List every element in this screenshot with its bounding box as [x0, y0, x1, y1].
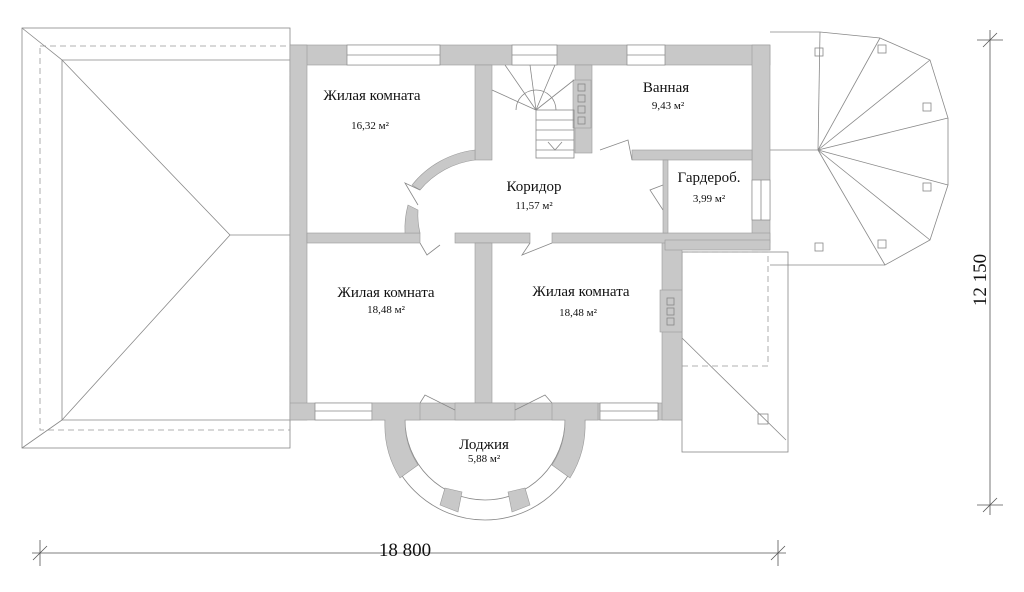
vent-ducts [577, 83, 675, 326]
height-dimension: 12 150 [970, 254, 991, 306]
doors [403, 139, 664, 411]
room-name: Жилая комната [323, 88, 421, 104]
room-area: 5,88 м² [468, 453, 501, 465]
room-name: Коридор [507, 179, 562, 195]
room-area: 16,32 м² [351, 120, 389, 132]
room-area: 18,48 м² [367, 304, 405, 316]
room-area: 11,57 м² [515, 200, 553, 212]
room-area: 18,48 м² [559, 307, 597, 319]
room-name: Гардероб. [678, 170, 741, 186]
staircase [491, 64, 575, 159]
windows [314, 44, 771, 421]
room-name: Лоджия [459, 437, 509, 453]
right-roof [681, 31, 949, 453]
left-roof [21, 27, 291, 449]
room-name: Ванная [643, 80, 689, 96]
width-dimension: 18 800 [379, 540, 431, 561]
loggia-wall [371, 402, 599, 521]
room-name: Жилая комната [337, 285, 435, 301]
room-area: 3,99 м² [693, 193, 726, 205]
room-name: Жилая комната [532, 284, 630, 300]
room-labels: Жилая комната 16,32 м² Ванная 9,43 м² Ко… [323, 80, 740, 465]
room-area: 9,43 м² [652, 100, 685, 112]
dimension-lines: 18 800 12 150 [32, 30, 1003, 566]
